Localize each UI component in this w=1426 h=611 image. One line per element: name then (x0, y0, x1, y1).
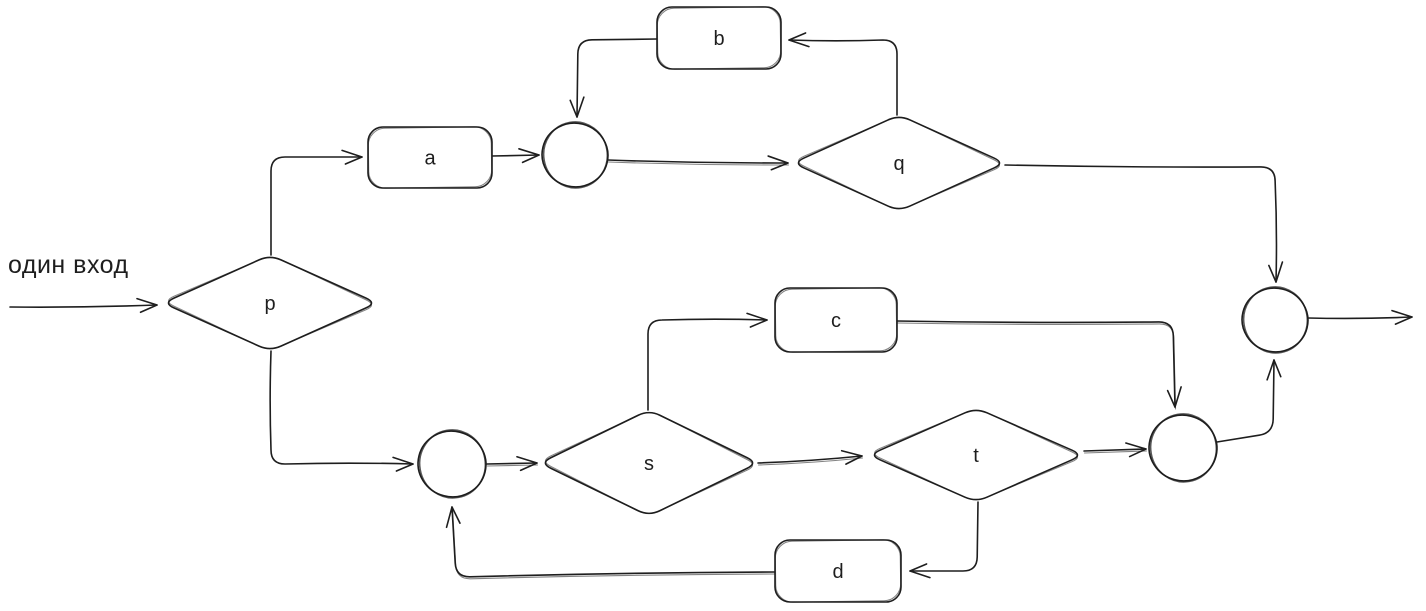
connector-line (491, 154, 540, 157)
node-label-d: d (832, 561, 843, 583)
junction-circle-sketch (1242, 286, 1309, 354)
node-label-a: a (424, 148, 436, 170)
node-p[interactable]: p (167, 256, 373, 351)
connector-line (607, 159, 789, 164)
connector-line-sketch (757, 457, 864, 466)
node-s[interactable]: s (544, 411, 754, 516)
arrowhead-icon (1125, 442, 1147, 458)
node-t[interactable]: t (873, 408, 1079, 501)
connector-line (1083, 448, 1147, 452)
arrowhead-icon (1166, 386, 1182, 408)
arrowhead-icon (341, 149, 363, 165)
process-shape-sketch (774, 539, 902, 603)
arrowhead-icon (518, 148, 540, 164)
edge-q-to-b[interactable] (788, 32, 898, 116)
junction-circle-sketch (542, 121, 609, 189)
edge-t-to-d[interactable] (909, 501, 979, 579)
node-a[interactable]: a (367, 126, 493, 189)
edge-t-to-j3[interactable] (1083, 442, 1148, 458)
arrowhead-icon (746, 312, 768, 328)
arrowhead-icon (840, 449, 863, 465)
connector-line (647, 318, 768, 411)
node-j1[interactable] (535, 116, 614, 194)
edge-p-to-a[interactable] (270, 149, 363, 256)
connector-line (270, 156, 363, 256)
connector-line (486, 462, 538, 465)
edge-j1-to-q[interactable] (607, 155, 790, 171)
nodes-layer: p a q b c s t d (167, 6, 1314, 603)
junction-circle (417, 430, 487, 498)
connector-line (896, 320, 1176, 408)
arrowhead-icon (392, 456, 414, 472)
connector-line (909, 501, 979, 572)
node-label-c: c (831, 310, 841, 332)
arrowhead-icon (136, 297, 158, 314)
process-shape-sketch (656, 6, 782, 70)
edge-j2-to-s[interactable] (486, 455, 539, 472)
arrowhead-icon (767, 155, 789, 171)
edge-q-to-j4[interactable] (1004, 164, 1284, 283)
arrowhead-icon (788, 32, 810, 48)
node-j3[interactable] (1142, 408, 1224, 488)
node-c[interactable]: c (774, 287, 898, 353)
process-shape-sketch (774, 287, 898, 353)
node-j2[interactable] (411, 424, 493, 504)
connector-line (9, 304, 158, 308)
arrowhead-icon (569, 96, 585, 118)
node-label-p: p (264, 293, 275, 315)
edge-d-to-j2[interactable] (445, 506, 777, 580)
decision-shape-sketch (544, 412, 754, 514)
connector-line-sketch (1083, 450, 1148, 454)
node-label-s: s (644, 453, 654, 475)
input-annotation-label[interactable]: один вход (8, 251, 129, 279)
connector-line-sketch (607, 161, 790, 166)
node-j4[interactable] (1235, 281, 1314, 359)
edge-a-to-j1[interactable] (491, 148, 540, 164)
connector-line (788, 39, 898, 116)
connector-line-sketch (486, 464, 539, 467)
arrowhead-icon (1268, 261, 1284, 283)
connector-line (1216, 359, 1275, 443)
arrowhead-icon (1266, 359, 1282, 381)
process-shape-sketch (367, 126, 493, 189)
edge-p-to-j2[interactable] (269, 350, 414, 472)
connector-line (576, 38, 658, 118)
node-label-q: q (893, 153, 904, 175)
decision-shape-sketch (167, 256, 373, 350)
node-d[interactable]: d (774, 539, 902, 603)
edge-start-to-p[interactable] (9, 297, 158, 314)
arrowhead-icon (516, 455, 538, 472)
junction-circle-sketch (1149, 413, 1218, 483)
edge-j4-to-exit[interactable] (1307, 309, 1413, 325)
connector-line (1004, 164, 1278, 283)
node-q[interactable]: q (797, 116, 1001, 211)
edge-s-to-t[interactable] (757, 449, 864, 466)
junction-circle (1241, 287, 1309, 353)
decision-shape-sketch (797, 116, 1001, 210)
junction-circle (1148, 414, 1218, 482)
junction-circle (541, 122, 609, 188)
connector-line (1307, 316, 1413, 320)
connector-line-sketch (451, 508, 777, 580)
connector-line-sketch (896, 322, 1177, 410)
node-b[interactable]: b (656, 6, 782, 70)
decision-shape-sketch (873, 409, 1079, 501)
edges-layer (9, 32, 1413, 580)
connector-line (757, 455, 863, 464)
arrowhead-icon (909, 563, 931, 579)
connector-line (451, 506, 776, 578)
arrowhead-icon (445, 506, 461, 529)
junction-circle-sketch (418, 429, 487, 499)
edge-c-to-j3[interactable] (896, 320, 1182, 410)
edge-j3-to-j4[interactable] (1216, 359, 1282, 443)
arrowhead-icon (1391, 309, 1413, 325)
node-label-t: t (973, 445, 979, 467)
edge-s-to-c[interactable] (647, 312, 768, 411)
connector-line (269, 350, 414, 465)
node-label-b: b (713, 28, 724, 50)
edge-b-to-j1[interactable] (569, 38, 658, 118)
